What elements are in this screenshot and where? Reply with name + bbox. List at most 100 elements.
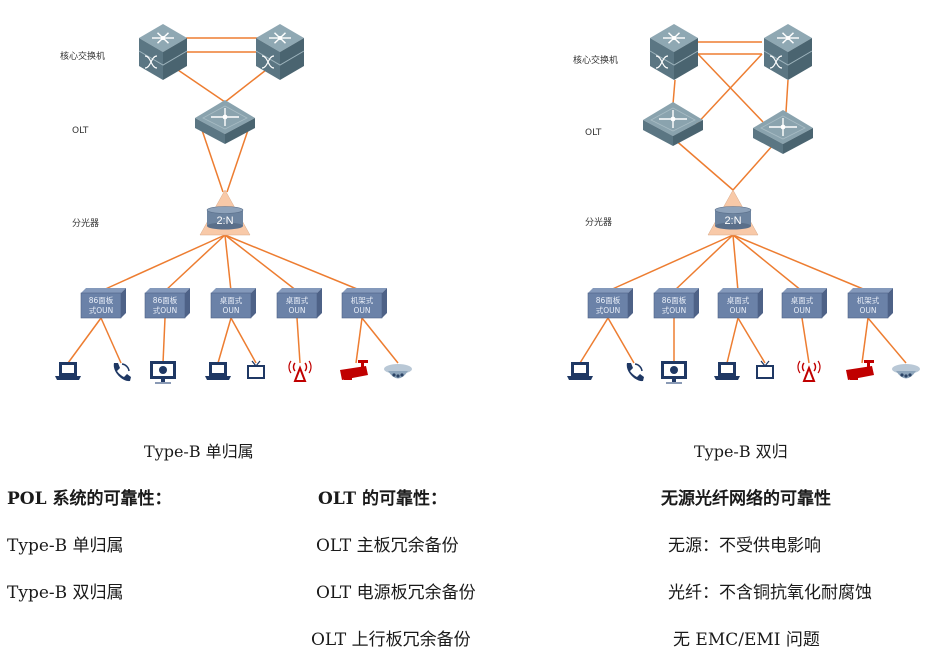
onu-label: 式OUN — [596, 305, 621, 315]
onu-label: 86面板 — [89, 295, 114, 305]
onu-label: 式OUN — [153, 305, 178, 315]
pon-reliability-item: 光纤：不含铜抗氧化耐腐蚀 — [668, 583, 872, 603]
caption-single-homing: Type-B 单归属 — [144, 442, 254, 461]
onu-label: 86面板 — [153, 295, 178, 305]
core-switch-icon — [649, 24, 699, 80]
fiber-link — [732, 234, 869, 292]
onu-label: 86面板 — [596, 295, 621, 305]
onu-label: OUN — [222, 306, 239, 315]
fiber-link — [355, 317, 363, 364]
fiber-link — [177, 69, 226, 103]
fiber-link — [100, 317, 122, 364]
fiber-link — [732, 144, 774, 191]
onu-label: OUN — [288, 306, 305, 315]
wireless-tower-icon — [797, 360, 821, 382]
fiber-link — [732, 234, 739, 292]
laptop-icon — [205, 362, 231, 380]
fiber-link — [224, 234, 363, 292]
onu-label: OUN — [859, 306, 876, 315]
tv-icon — [756, 360, 774, 379]
fiber-link — [361, 317, 399, 364]
camera-icon — [340, 360, 368, 380]
onu-label: 桌面式 — [791, 295, 814, 305]
olt-label: OLT — [585, 128, 602, 138]
phone-icon — [113, 363, 131, 382]
phone-icon — [626, 363, 644, 382]
pon-reliability-item: 无 EMC/EMI 问题 — [673, 630, 820, 650]
fiber-link — [726, 317, 739, 364]
onu-label: 86面板 — [662, 295, 687, 305]
fiber-link — [224, 234, 298, 292]
fiber-link — [579, 317, 609, 364]
fiber-link — [201, 129, 224, 193]
tv-icon — [247, 360, 265, 379]
fiber-link — [217, 317, 232, 364]
splitter-icon: 2:N — [707, 189, 759, 236]
fiber-link — [226, 129, 249, 193]
olt-switch-icon — [643, 102, 703, 146]
onu-label: OUN — [729, 306, 746, 315]
core-switch-icon — [763, 24, 813, 80]
fiber-link — [224, 234, 232, 292]
pol-reliability-item: Type-B 双归属 — [7, 583, 124, 603]
onu-label: 机架式 — [857, 295, 880, 305]
olt-switch-icon — [753, 110, 813, 154]
fiber-link — [67, 317, 102, 364]
fiber-link — [607, 317, 635, 364]
fiber-link — [230, 317, 257, 364]
fiber-link — [224, 69, 267, 103]
fiber-link — [732, 234, 803, 292]
splitter-label: 分光器 — [585, 218, 613, 228]
olt-switch-icon — [195, 100, 255, 144]
pol-reliability-item: Type-B 单归属 — [7, 536, 124, 556]
caption-dual-homing: Type-B 双归 — [694, 442, 788, 461]
camera-icon — [846, 360, 874, 380]
fiber-link — [785, 79, 789, 113]
laptop-icon — [55, 362, 81, 380]
splitter-ratio-label: 2:N — [216, 215, 233, 227]
onu-label: 桌面式 — [220, 295, 243, 305]
olt-reliability-heading: OLT 的可靠性： — [318, 489, 447, 509]
pol-reliability-heading: POL 系统的可靠性： — [7, 489, 172, 509]
fiber-link — [296, 317, 301, 364]
onu-label: OUN — [353, 306, 370, 315]
onu-label: 桌面式 — [286, 295, 309, 305]
fiber-link — [162, 317, 166, 364]
core-switch-icon — [138, 24, 188, 80]
dome-camera-icon — [892, 364, 920, 379]
monitor-cloud-icon — [150, 361, 176, 384]
fiber-link — [673, 234, 734, 292]
onu-label: OUN — [793, 306, 810, 315]
onu-label: 式OUN — [662, 305, 687, 315]
onu-label: 式OUN — [89, 305, 114, 315]
fiber-link — [672, 137, 734, 191]
fiber-link — [801, 317, 810, 364]
fiber-link — [164, 234, 226, 292]
olt-reliability-item: OLT 电源板冗余备份 — [316, 583, 476, 603]
pon-reliability-heading: 无源光纤网络的可靠性 — [661, 489, 831, 509]
olt-reliability-item: OLT 上行板冗余备份 — [311, 630, 471, 650]
fiber-link — [672, 79, 676, 105]
fiber-link — [692, 53, 763, 129]
core-switch-label: 核心交换机 — [60, 52, 106, 62]
monitor-cloud-icon — [661, 361, 687, 384]
fiber-link — [607, 234, 734, 292]
pon-reliability-item: 无源：不受供电影响 — [668, 536, 821, 556]
fiber-link — [737, 317, 766, 364]
onu-label: 桌面式 — [727, 295, 750, 305]
fiber-link — [100, 234, 226, 292]
olt-reliability-item: OLT 主板冗余备份 — [316, 536, 459, 556]
splitter-ratio-label: 2:N — [724, 215, 741, 227]
laptop-icon — [567, 362, 593, 380]
laptop-icon — [714, 362, 740, 380]
